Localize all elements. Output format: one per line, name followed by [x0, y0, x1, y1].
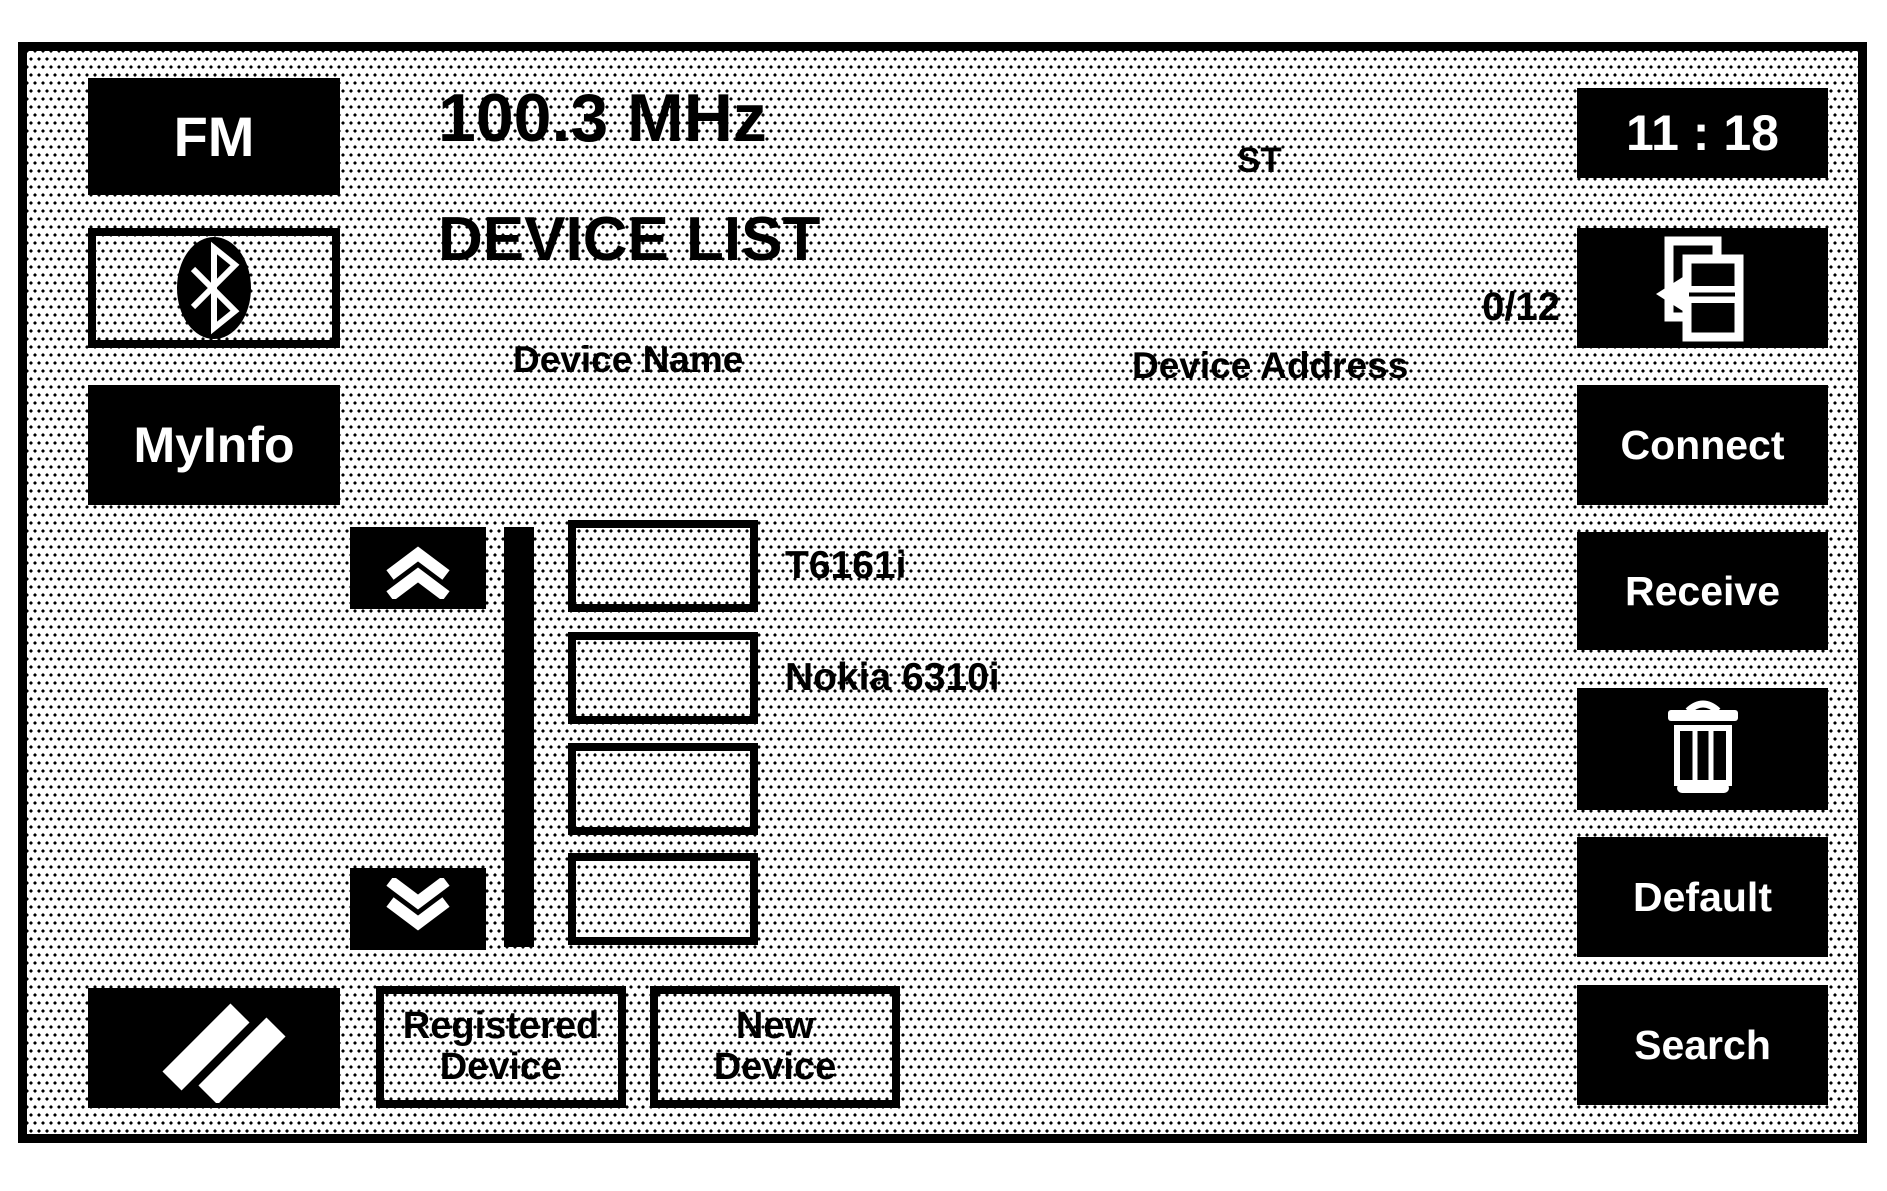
device-checkbox[interactable] [568, 632, 758, 724]
new-device-label: New Device [713, 1004, 837, 1088]
default-label: Default [1633, 873, 1772, 920]
scroll-up-button[interactable] [350, 527, 486, 609]
stereo-indicator: ST [1237, 141, 1282, 180]
frequency-display: 100.3 MHz [438, 80, 767, 156]
search-label: Search [1634, 1021, 1771, 1068]
chevron-double-up-icon [366, 537, 470, 599]
connect-button[interactable]: Connect [1577, 385, 1828, 505]
device-name-label: T6161i [785, 544, 907, 587]
return-button[interactable] [88, 988, 340, 1108]
registered-device-label: Registered Device [402, 1004, 600, 1088]
fm-band-label: FM [173, 105, 255, 168]
device-counter: 0/12 [1482, 285, 1560, 329]
search-button[interactable]: Search [1577, 985, 1828, 1105]
chevron-double-down-icon [366, 878, 470, 940]
scrollbar[interactable] [504, 527, 534, 947]
page-back-icon [1653, 234, 1753, 342]
new-device-button[interactable]: New Device [650, 986, 900, 1108]
return-icon [124, 993, 304, 1103]
trash-icon [1660, 697, 1746, 801]
default-button[interactable]: Default [1577, 837, 1828, 957]
delete-button[interactable] [1577, 688, 1828, 810]
device-name-label: Nokia 6310i [785, 656, 1000, 699]
bluetooth-icon [154, 235, 274, 341]
device-checkbox[interactable] [568, 853, 758, 945]
bluetooth-button[interactable] [88, 228, 340, 348]
column-header-name: Device Name [513, 339, 744, 380]
screen-title: DEVICE LIST [438, 205, 821, 274]
myinfo-label: MyInfo [133, 417, 295, 473]
fm-band-button[interactable]: FM [88, 78, 340, 195]
clock-time: 11 : 18 [1626, 105, 1779, 161]
page-back-button[interactable] [1577, 228, 1828, 348]
clock-display: 11 : 18 [1577, 88, 1828, 178]
myinfo-button[interactable]: MyInfo [88, 385, 340, 505]
device-checkbox[interactable] [568, 743, 758, 835]
registered-device-button[interactable]: Registered Device [376, 986, 626, 1108]
receive-label: Receive [1624, 567, 1780, 614]
device-checkbox[interactable] [568, 520, 758, 612]
screen-frame: FM 100.3 MHz ST 11 : 18 DEVICE LIST 0/12 [18, 42, 1867, 1143]
connect-label: Connect [1620, 421, 1785, 468]
receive-button[interactable]: Receive [1577, 532, 1828, 650]
scroll-down-button[interactable] [350, 868, 486, 950]
column-header-address: Device Address [1132, 345, 1409, 386]
